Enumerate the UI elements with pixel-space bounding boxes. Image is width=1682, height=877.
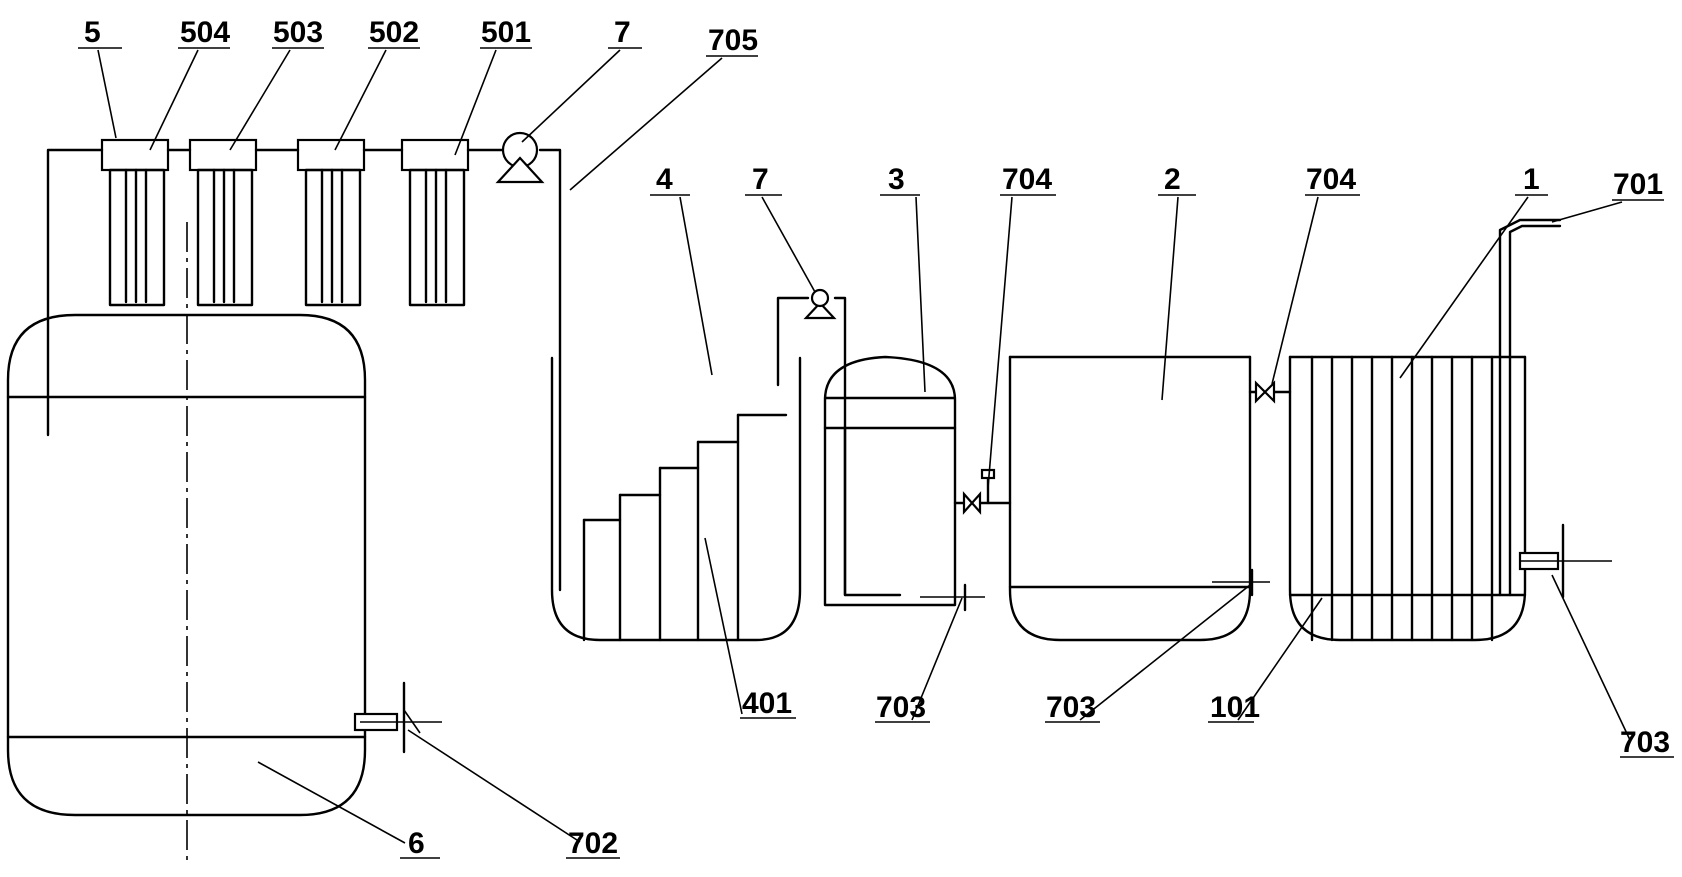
filter-504	[100, 138, 170, 307]
label-704-a: 704	[1002, 163, 1052, 196]
tank-6	[6, 222, 367, 860]
filter-501	[400, 138, 470, 307]
valve-703-a	[920, 583, 985, 612]
tank-4	[550, 356, 802, 642]
tank-1	[1288, 355, 1527, 642]
valve-704-a	[953, 468, 1012, 515]
label-501: 501	[481, 16, 531, 49]
leader-lines	[78, 47, 1674, 859]
tank-3	[823, 355, 957, 607]
label-401: 401	[742, 687, 792, 720]
label-705: 705	[708, 24, 758, 57]
label-702: 702	[568, 827, 618, 860]
label-503: 503	[273, 16, 323, 49]
label-703-a: 703	[876, 691, 926, 724]
label-701: 701	[1613, 168, 1663, 201]
valve-703-c	[1518, 523, 1612, 599]
valve-704-b	[1248, 380, 1292, 404]
pump-7-mid	[776, 288, 902, 597]
label-7-mid: 7	[752, 163, 769, 196]
tank-2	[1008, 355, 1252, 642]
label-6: 6	[408, 827, 425, 860]
label-7-top: 7	[614, 16, 631, 49]
valve-703-b	[1212, 568, 1270, 597]
label-703-b: 703	[1046, 691, 1096, 724]
label-5: 5	[84, 16, 101, 49]
pump-7-top	[495, 131, 545, 184]
label-101: 101	[1210, 691, 1260, 724]
filter-502	[296, 138, 366, 307]
label-502: 502	[369, 16, 419, 49]
label-704-b: 704	[1306, 163, 1356, 196]
labels: 5 504 503 502 501 7 705 4 7 3 704 2 704 …	[84, 16, 1670, 860]
filter-503	[188, 138, 258, 307]
label-703-c: 703	[1620, 726, 1670, 759]
valve-702	[353, 681, 442, 754]
pipe-701	[1498, 218, 1562, 597]
label-2: 2	[1164, 163, 1181, 196]
label-3: 3	[888, 163, 905, 196]
label-504: 504	[180, 16, 230, 49]
label-4: 4	[656, 163, 673, 196]
pipe-705	[46, 148, 562, 592]
label-1: 1	[1523, 163, 1540, 196]
